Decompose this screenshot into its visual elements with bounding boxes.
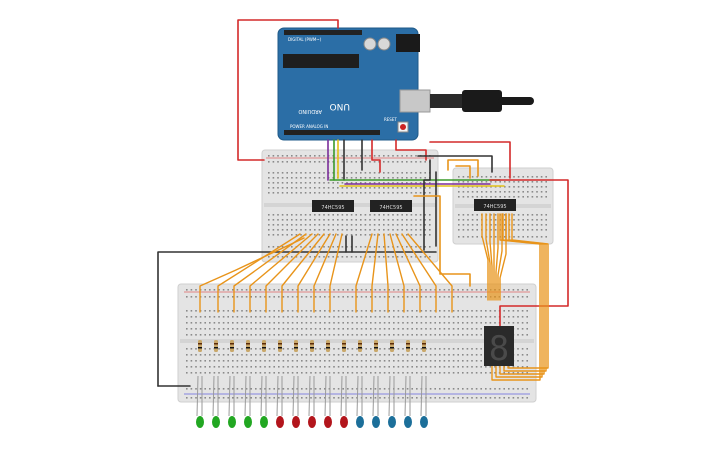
resistor[interactable] [294, 340, 298, 352]
wire [281, 233, 325, 313]
led-1[interactable] [196, 416, 204, 428]
wires [157, 19, 569, 387]
analog-header [284, 130, 380, 135]
shift-register-1[interactable]: 74HC595 [312, 200, 354, 212]
wire [217, 233, 301, 313]
wire [313, 233, 337, 313]
wire [157, 251, 437, 387]
wire [371, 233, 379, 313]
wire [417, 155, 493, 173]
shift-register-2-label: 74HC595 [379, 205, 402, 211]
led-5[interactable] [260, 416, 268, 428]
seven-segment-digit: 8 [489, 329, 509, 369]
capacitor-1 [363, 37, 377, 51]
wire [329, 233, 343, 313]
microcontroller-chip [283, 54, 359, 68]
wire [249, 233, 313, 313]
led-4[interactable] [244, 416, 252, 428]
wire [199, 237, 305, 313]
resistor[interactable] [310, 340, 314, 352]
wire [265, 233, 319, 313]
reset-label: RESET [384, 117, 397, 122]
capacitor-2 [377, 37, 391, 51]
led-11[interactable] [356, 416, 364, 428]
wire [485, 213, 491, 301]
led-10[interactable] [340, 416, 348, 428]
resistor[interactable] [198, 340, 202, 352]
wire [371, 139, 381, 173]
led-7[interactable] [292, 416, 300, 428]
wire [447, 159, 479, 177]
led-2[interactable] [212, 416, 220, 428]
wire [407, 233, 453, 313]
wire [383, 233, 389, 313]
resistor[interactable] [342, 340, 346, 352]
breadboard-holes [186, 155, 547, 399]
led-14[interactable] [404, 416, 412, 428]
resistor[interactable] [422, 340, 426, 352]
resistor[interactable] [374, 340, 378, 352]
wire [491, 213, 541, 381]
wire [495, 213, 499, 301]
power-jack [396, 34, 420, 52]
usb-cable [430, 90, 534, 112]
wire [489, 213, 493, 301]
seven-segment-display[interactable]: 8 [484, 326, 514, 369]
wire [389, 233, 405, 313]
wire [355, 233, 373, 313]
led-6[interactable] [276, 416, 284, 428]
wire [233, 233, 307, 313]
wire [495, 213, 543, 378]
led-12[interactable] [372, 416, 380, 428]
wire [401, 233, 437, 313]
wire [455, 165, 471, 179]
shift-register-3[interactable]: 74HC595 [474, 199, 516, 211]
wire [413, 195, 471, 287]
wire [395, 139, 427, 161]
wire [489, 179, 569, 327]
digital-label: DIGITAL (PWM~) [288, 37, 322, 42]
wire [423, 159, 431, 251]
resistors [198, 340, 426, 352]
arduino-board[interactable]: DIGITAL (PWM~) POWER ANALOG IN RESET UNO… [277, 27, 431, 141]
wire [503, 213, 547, 372]
usb-port [399, 89, 431, 113]
led-9[interactable] [324, 416, 332, 428]
uno-label: UNO [330, 101, 350, 111]
digital-header [284, 30, 362, 35]
shift-register-3-label: 74HC595 [483, 204, 506, 210]
wire [499, 213, 545, 375]
resistor[interactable] [278, 340, 282, 352]
wire [395, 233, 421, 313]
wire [297, 233, 331, 313]
led-8[interactable] [308, 416, 316, 428]
resistor[interactable] [214, 340, 218, 352]
resistor[interactable] [246, 340, 250, 352]
leds [196, 375, 428, 428]
wire [497, 213, 503, 301]
led-13[interactable] [388, 416, 396, 428]
led-15[interactable] [420, 416, 428, 428]
arduino-brand: ARDUINO [298, 108, 322, 114]
shift-register-1-label: 74HC595 [321, 205, 344, 211]
resistor[interactable] [326, 340, 330, 352]
resistor[interactable] [390, 340, 394, 352]
wire [429, 141, 511, 179]
wire [481, 213, 489, 301]
shift-register-2[interactable]: 74HC595 [370, 200, 412, 212]
wire [507, 213, 549, 369]
resistor[interactable] [406, 340, 410, 352]
resistor[interactable] [262, 340, 266, 352]
wire [237, 19, 339, 161]
led-3[interactable] [228, 416, 236, 428]
resistor[interactable] [230, 340, 234, 352]
analog-label: POWER ANALOG IN [290, 124, 328, 129]
resistor[interactable] [358, 340, 362, 352]
